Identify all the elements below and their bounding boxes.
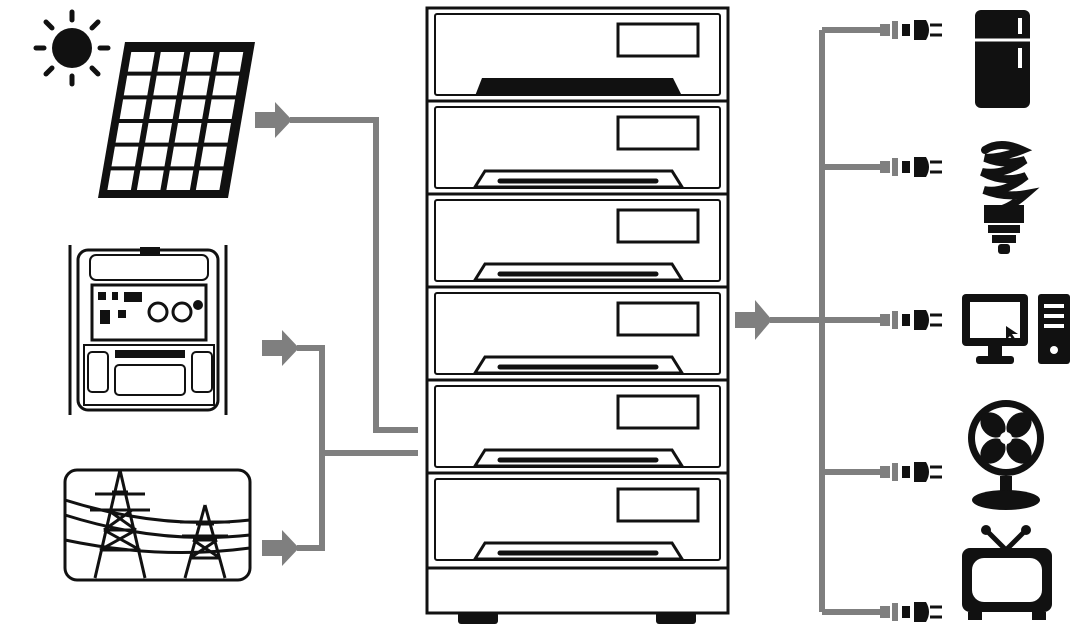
solar-cell xyxy=(182,75,210,96)
solar-cell xyxy=(166,170,194,190)
solar-cell xyxy=(195,170,223,190)
solar-cell xyxy=(149,99,177,119)
input-arrows xyxy=(255,102,299,566)
solar-cell xyxy=(107,170,135,190)
generator-input-arrow xyxy=(262,330,299,366)
solar-panel-icon xyxy=(98,42,255,198)
battery-module xyxy=(434,199,721,282)
plug-icon xyxy=(880,20,942,40)
solar-cell xyxy=(153,75,181,96)
battery-module xyxy=(434,478,721,561)
fan-icon xyxy=(968,400,1044,510)
solar-cell xyxy=(136,170,164,190)
grid-input-arrow xyxy=(262,530,299,566)
battery-module xyxy=(434,106,721,189)
sun-icon xyxy=(33,9,111,87)
plug-icon xyxy=(880,157,942,177)
solar-cell xyxy=(127,52,155,72)
battery-stack-icon xyxy=(425,6,730,624)
solar-cell xyxy=(199,146,227,167)
solar-cell xyxy=(123,75,151,96)
solar-cell xyxy=(157,52,185,72)
solar-cell xyxy=(170,146,198,167)
load-branches xyxy=(822,20,942,622)
module-display xyxy=(616,22,700,58)
module-display xyxy=(616,301,700,337)
plug-icon xyxy=(880,462,942,482)
base-foot xyxy=(656,612,696,624)
battery-base xyxy=(425,566,730,615)
refrigerator-icon xyxy=(975,10,1030,108)
television-icon xyxy=(962,525,1052,620)
solar-cell xyxy=(186,52,214,72)
solar-cell xyxy=(119,99,147,119)
light-bulb-icon xyxy=(980,141,1040,254)
module-display xyxy=(616,115,700,151)
load-branch xyxy=(822,462,942,482)
load-branch xyxy=(822,602,942,622)
load-branch xyxy=(822,310,942,330)
solar-cell xyxy=(204,123,231,143)
base-foot xyxy=(458,612,498,624)
output-lines xyxy=(735,30,825,612)
generator-icon xyxy=(68,245,228,415)
solar-cell xyxy=(216,52,244,72)
input-lines xyxy=(290,117,418,551)
solar-cell xyxy=(212,75,240,96)
solar-cell xyxy=(115,123,143,143)
solar-cell xyxy=(145,123,172,143)
load-branch xyxy=(822,20,942,40)
power-grid-icon xyxy=(63,468,252,582)
solar-cell xyxy=(111,146,139,167)
solar-cell xyxy=(208,99,236,119)
solar-cell xyxy=(178,99,206,119)
output-arrow xyxy=(735,300,772,340)
module-display xyxy=(616,394,700,430)
battery-module xyxy=(434,385,721,468)
battery-module xyxy=(434,13,721,96)
solar-cell xyxy=(140,146,168,167)
solar-input-arrow xyxy=(255,102,292,138)
battery-module xyxy=(434,292,721,375)
module-display xyxy=(616,487,700,523)
solar-cell xyxy=(174,123,202,143)
top-vent xyxy=(475,78,682,96)
module-display xyxy=(616,208,700,244)
plug-icon xyxy=(880,310,942,330)
computer-icon xyxy=(962,294,1070,364)
load-branch xyxy=(822,157,942,177)
plug-icon xyxy=(880,602,942,622)
